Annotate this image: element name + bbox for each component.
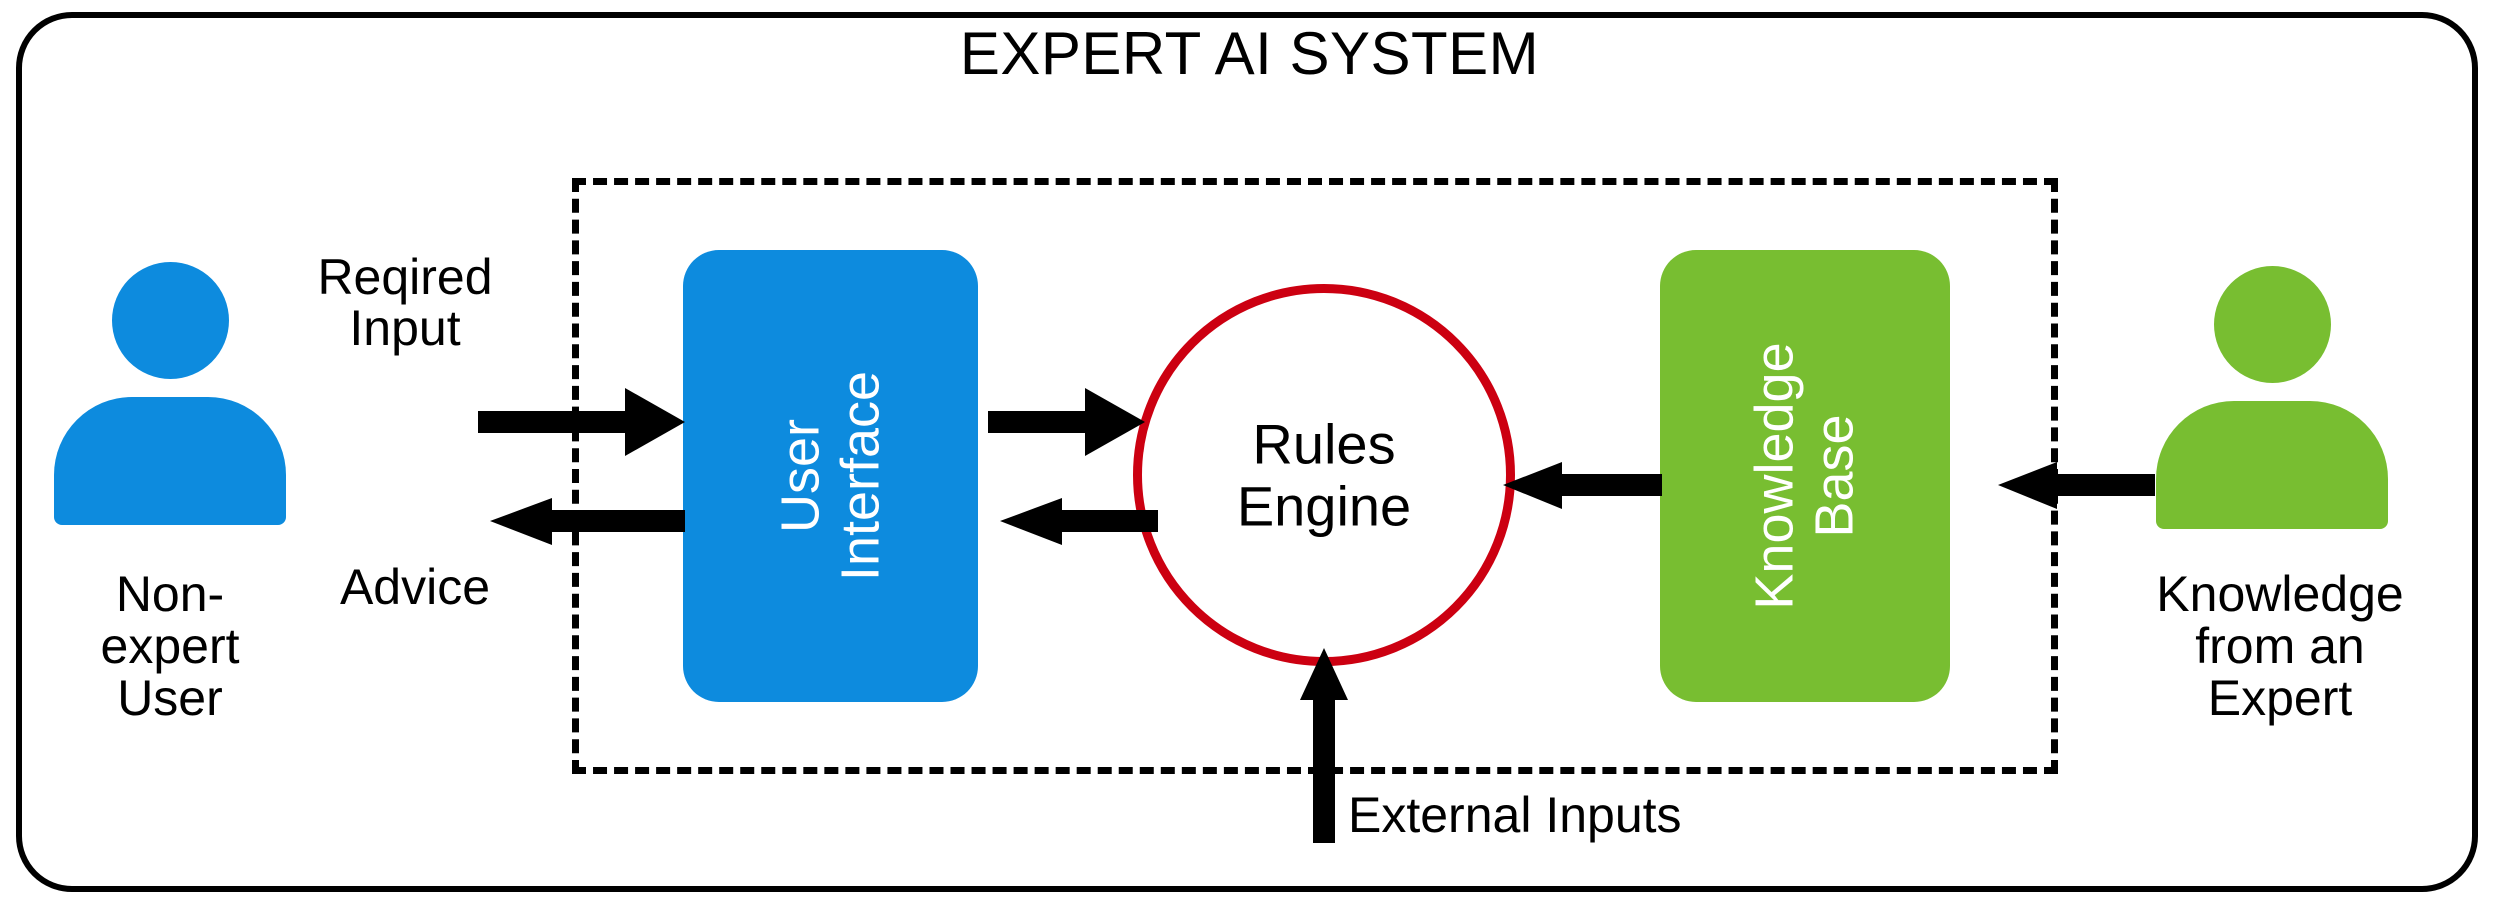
external-inputs-label: External Inputs [1348,787,1682,843]
non-expert-user-icon [50,262,290,532]
label-line: Reqired [317,249,493,305]
person-body-icon [54,397,286,525]
caption-line: Expert [2207,670,2353,726]
label-line: Input [349,300,461,356]
expert-knowledge-caption: Knowledge from an Expert [2090,568,2470,724]
caption-line: from an [2195,618,2365,674]
caption-line: User [117,670,223,726]
advice-label: Advice [339,559,491,615]
page-title: EXPERT AI SYSTEM [959,20,1540,87]
outer-frame [16,12,2478,892]
person-head-icon [2214,266,2331,383]
expert-user-icon [2152,266,2392,536]
required-input-label: Reqired Input [270,252,540,354]
caption-line: Knowledge [2156,566,2404,622]
non-expert-user-caption: Non- expert User [20,568,320,724]
caption-line: Non- [115,566,225,622]
caption-line: expert [100,618,240,674]
person-body-icon [2156,401,2388,529]
person-head-icon [112,262,229,379]
